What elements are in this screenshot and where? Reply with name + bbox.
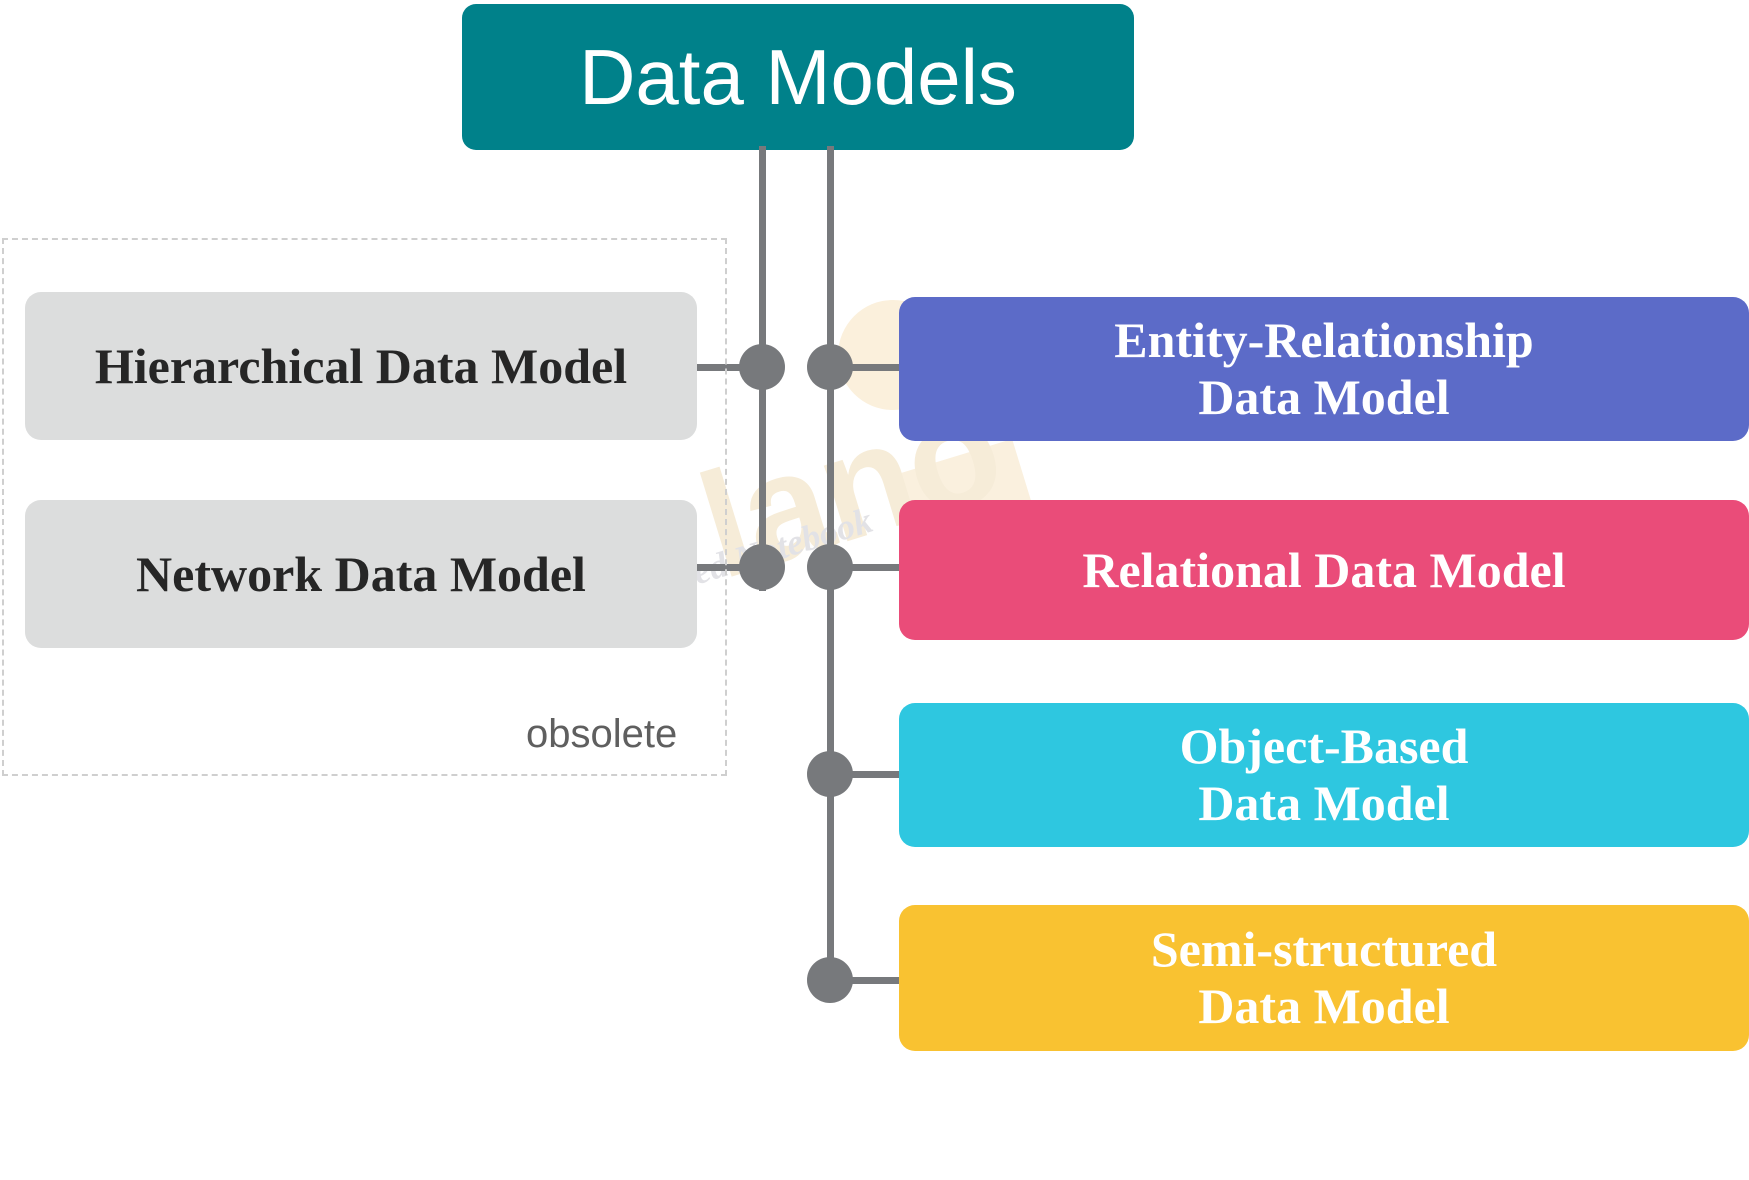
node-object-line1: Object-Based [1179,718,1469,774]
node-object-based-data-model[interactable]: Object-Based Data Model [899,703,1749,847]
branch-line-semi [833,977,905,984]
node-object-line2: Data Model [1198,775,1450,831]
node-relational-data-model[interactable]: Relational Data Model [899,500,1749,640]
branch-line-relational [833,564,905,571]
branch-line-object [833,771,905,778]
node-semi-structured-data-model[interactable]: Semi-structured Data Model [899,905,1749,1051]
node-semi-line1: Semi-structured [1150,921,1498,977]
junction-dot-semi [807,957,853,1003]
branch-line-er [833,364,905,371]
junction-dot-hierarchical [739,344,785,390]
obsolete-label: obsolete [526,712,678,756]
node-er-line2: Data Model [1198,369,1450,425]
node-network-data-model[interactable]: Network Data Model [25,500,697,648]
branch-line-hierarchical [697,364,765,371]
obsolete-group-border [2,238,727,776]
junction-dot-er [807,344,853,390]
junction-dot-network [739,544,785,590]
branch-line-network [697,564,765,571]
node-er-line1: Entity-Relationship [1114,312,1534,368]
junction-dot-object [807,751,853,797]
node-hierarchical-data-model[interactable]: Hierarchical Data Model [25,292,697,440]
node-entity-relationship-data-model[interactable]: Entity-Relationship Data Model [899,297,1749,441]
node-semi-line2: Data Model [1198,978,1450,1034]
junction-dot-relational [807,544,853,590]
page-title: Data Models [462,4,1134,150]
